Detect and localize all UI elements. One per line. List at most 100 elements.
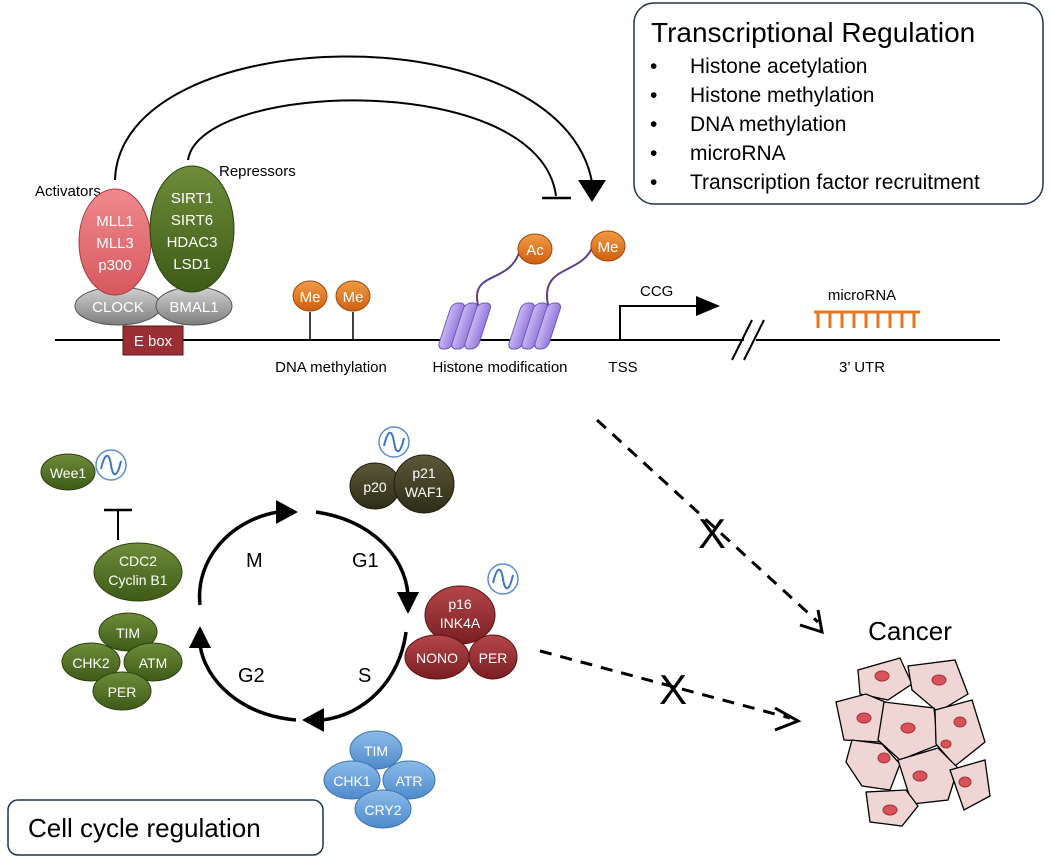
cell-cycle-arrows bbox=[197, 510, 410, 722]
chk2-label: CHK2 bbox=[72, 655, 110, 671]
s-checkpoint-cluster: TIM CHK1 ATR CRY2 bbox=[323, 730, 436, 829]
bmal1-protein: BMAL1 bbox=[155, 286, 233, 326]
blocked-path-transcription bbox=[595, 418, 820, 624]
me-label: Me bbox=[300, 289, 321, 306]
p20-protein: p20 bbox=[349, 462, 401, 510]
phase-m-label: M bbox=[246, 550, 263, 572]
clock-label: CLOCK bbox=[92, 299, 144, 316]
utr-label: 3’ UTR bbox=[839, 359, 885, 376]
tss-arrowhead bbox=[696, 296, 720, 316]
phase-g2-label: G2 bbox=[238, 665, 265, 687]
me-label: Me bbox=[343, 289, 364, 306]
ac-label: Ac bbox=[526, 242, 544, 259]
bullet-dot: • bbox=[650, 55, 657, 78]
cycle-arrowhead bbox=[397, 592, 419, 614]
nucleosome bbox=[438, 302, 492, 350]
ccg-label: CCG bbox=[640, 283, 673, 300]
nucleosome bbox=[508, 302, 562, 350]
tim-blue-label: TIM bbox=[364, 743, 388, 759]
cancer-label: Cancer bbox=[868, 616, 952, 646]
dna-break-mark bbox=[743, 319, 765, 361]
cdc2-label: CDC2 bbox=[119, 553, 157, 569]
cry2-label: CRY2 bbox=[364, 802, 401, 818]
wee1-protein: Wee1 bbox=[40, 453, 96, 491]
per-red-label: PER bbox=[479, 650, 508, 666]
oscillation-icon bbox=[378, 426, 410, 458]
activator-complex: MLL1 MLL3 p300 bbox=[78, 188, 152, 296]
histone-acetyl-mark: Ac bbox=[517, 233, 553, 265]
cycle-arc-g2 bbox=[198, 644, 297, 722]
cdc2-cyclinb1-complex: CDC2 Cyclin B1 bbox=[93, 542, 183, 602]
clock-protein: CLOCK bbox=[74, 286, 162, 326]
activators-label: Activators bbox=[35, 183, 101, 200]
sirt1-label: SIRT1 bbox=[171, 190, 213, 207]
oscillation-icon bbox=[95, 449, 127, 481]
p21-label: p21 bbox=[412, 465, 436, 481]
oscillation-icon bbox=[487, 563, 519, 595]
bmal1-label: BMAL1 bbox=[169, 299, 218, 316]
cell-cycle-regulation-box: Cell cycle regulation bbox=[7, 799, 324, 856]
atm-label: ATM bbox=[139, 655, 168, 671]
cancer-cells-icon bbox=[835, 657, 991, 827]
blocked-x-mark: X bbox=[659, 666, 687, 713]
transcriptional-regulation-frame bbox=[633, 2, 1044, 205]
nono-label: NONO bbox=[416, 650, 458, 666]
phase-g1-label: G1 bbox=[352, 550, 379, 572]
bullet-microrna: microRNA bbox=[690, 142, 786, 165]
bullet-dot: • bbox=[650, 142, 657, 165]
bullet-histone-methylation: Histone methylation bbox=[690, 84, 874, 107]
blocked-x-mark: X bbox=[698, 510, 726, 557]
hdac3-label: HDAC3 bbox=[167, 234, 218, 251]
blocked-path-arrowhead bbox=[799, 609, 824, 635]
mll3-label: MLL3 bbox=[96, 235, 134, 252]
blocked-path-cell-cycle bbox=[539, 649, 791, 720]
nono-protein: NONO bbox=[404, 634, 470, 680]
cycle-arrowhead bbox=[276, 500, 298, 524]
per-label: PER bbox=[108, 684, 137, 700]
per-protein-red: PER bbox=[468, 634, 518, 680]
histone-tail bbox=[545, 247, 593, 306]
dna-break-mark bbox=[731, 319, 753, 361]
transcriptional-regulation-title: Transcriptional Regulation bbox=[651, 17, 975, 48]
e-box: E box bbox=[122, 325, 184, 356]
cell-cycle-regulation-title: Cell cycle regulation bbox=[28, 813, 261, 843]
cycle-arc-m bbox=[197, 510, 279, 606]
activation-arc bbox=[114, 55, 593, 183]
cycle-arc-g1 bbox=[315, 510, 410, 596]
cycle-arc-s bbox=[321, 631, 408, 722]
me-label: Me bbox=[598, 239, 619, 256]
bullet-dna-methylation: DNA methylation bbox=[690, 113, 846, 136]
repression-arc bbox=[187, 99, 557, 197]
microrna-label: microRNA bbox=[828, 287, 896, 304]
e-box-label: E box bbox=[134, 333, 173, 350]
bullet-histone-acetylation: Histone acetylation bbox=[690, 55, 867, 78]
tss-label: TSS bbox=[608, 359, 637, 376]
bullet-dot: • bbox=[650, 171, 657, 194]
histone-tail bbox=[475, 249, 521, 306]
transcriptional-regulation-box: Transcriptional Regulation • Histone ace… bbox=[633, 2, 1044, 205]
histone-methyl-mark: Me bbox=[590, 230, 626, 262]
histone-modification-label: Histone modification bbox=[432, 359, 567, 376]
bullet-dot: • bbox=[650, 84, 657, 107]
chk1-label: CHK1 bbox=[333, 773, 371, 789]
dna-methylation-label: DNA methylation bbox=[275, 359, 387, 376]
cycle-arrowhead bbox=[189, 626, 211, 648]
sirt6-label: SIRT6 bbox=[171, 212, 213, 229]
dna-methyl-mark: Me bbox=[292, 280, 328, 340]
tss-arrow bbox=[619, 305, 700, 340]
ink4a-label: INK4A bbox=[440, 615, 481, 631]
blocked-path-arrowhead bbox=[774, 706, 802, 732]
mll1-label: MLL1 bbox=[96, 213, 134, 230]
p20-label: p20 bbox=[363, 479, 387, 495]
repressors-label: Repressors bbox=[219, 163, 296, 180]
tim-label: TIM bbox=[116, 625, 140, 641]
dna-methyl-mark: Me bbox=[335, 280, 371, 340]
activation-arrowhead bbox=[578, 180, 606, 202]
waf1-label: WAF1 bbox=[405, 484, 444, 500]
wee1-label: Wee1 bbox=[50, 465, 87, 481]
repressor-complex: SIRT1 SIRT6 HDAC3 LSD1 bbox=[149, 165, 235, 293]
phase-s-label: S bbox=[358, 665, 371, 687]
lsd1-label: LSD1 bbox=[173, 256, 211, 273]
cycle-arrowhead bbox=[302, 708, 324, 732]
